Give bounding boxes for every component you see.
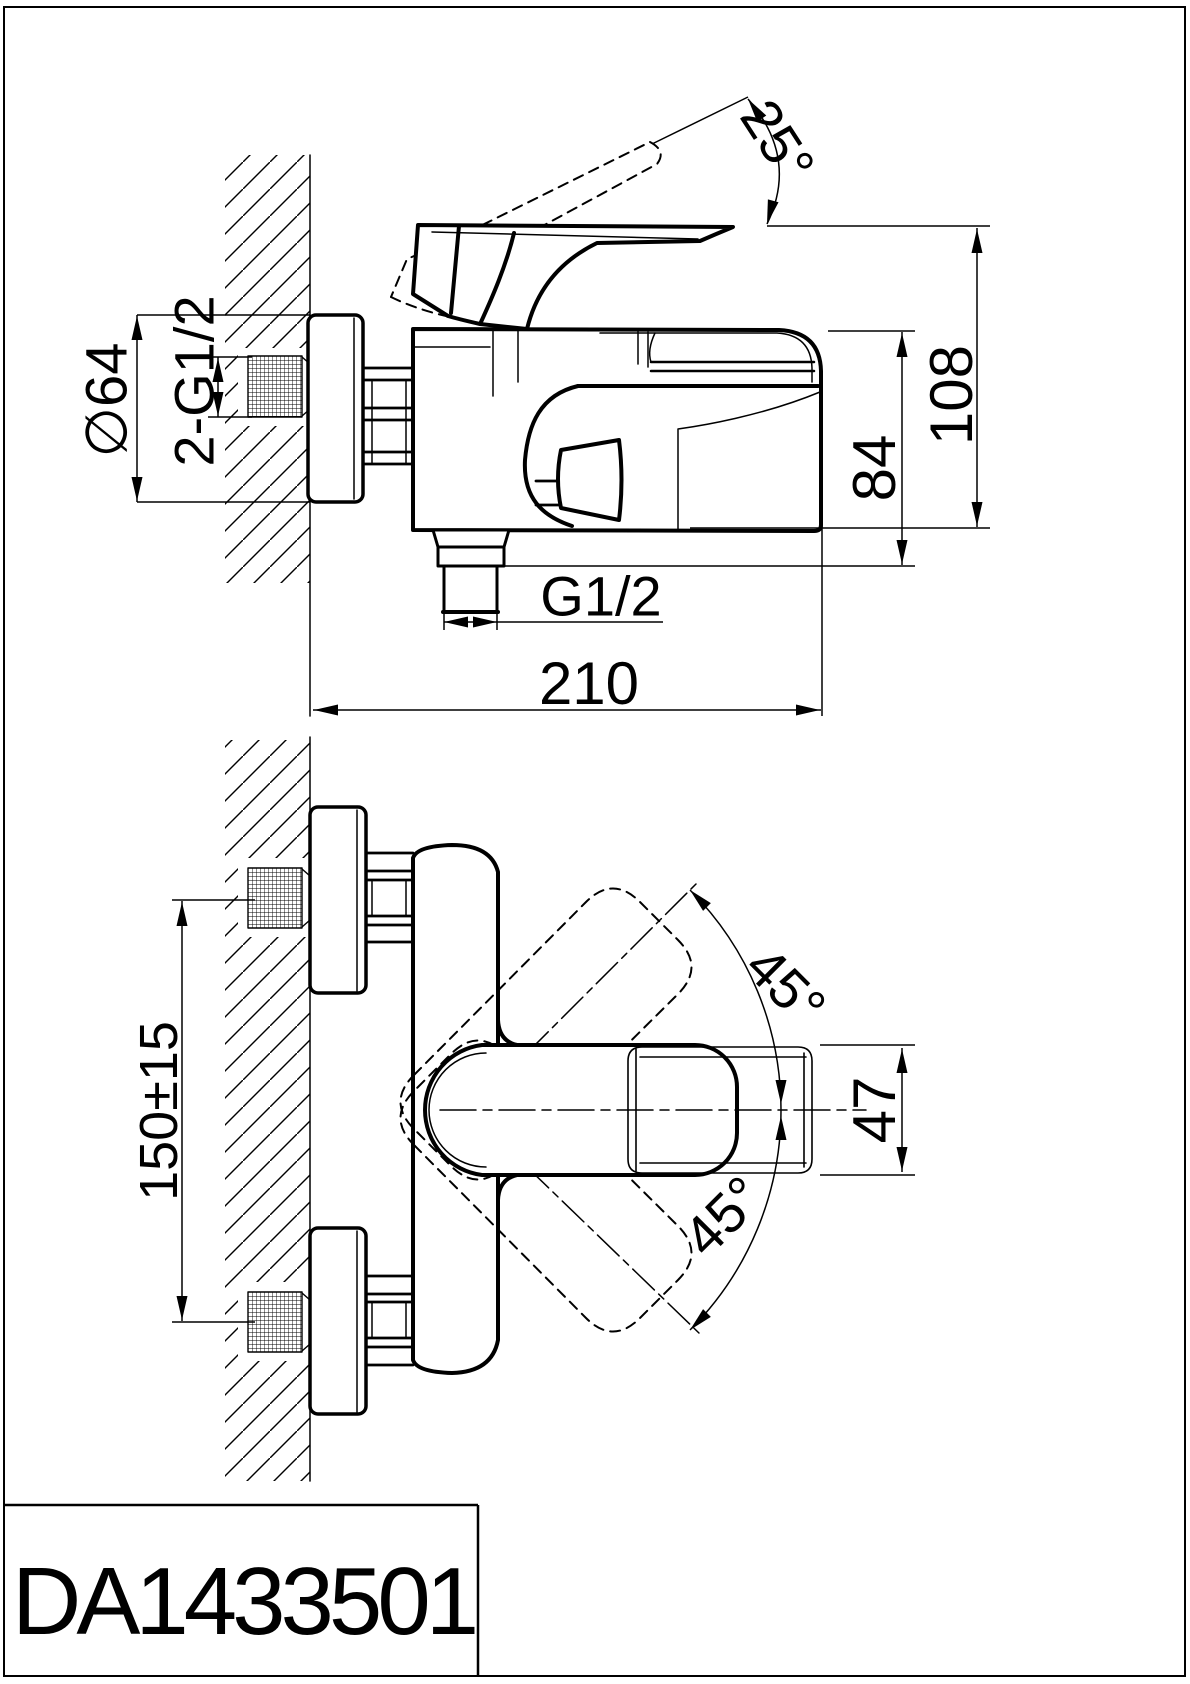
- dim-label-swing-down: 45°: [671, 1164, 775, 1268]
- title-block: DA1433501: [4, 1503, 480, 1676]
- aerator-end: [627, 1046, 813, 1174]
- lever-handle: [411, 223, 735, 331]
- mixer-body: [411, 327, 823, 533]
- union-connector-upper: [364, 851, 415, 944]
- diverter-knob: [534, 438, 624, 522]
- dim-label-handle-angle: 25°: [728, 88, 827, 193]
- plan-view-dimensions: [172, 886, 915, 1334]
- part-number: DA1433501: [12, 1548, 475, 1655]
- dim-label-wall-inlet-thread: 2-G1/2: [163, 295, 226, 466]
- side-view: [225, 141, 823, 717]
- wall-hatch-plan: [225, 740, 310, 1481]
- dim-label-spout-end-width: 47: [841, 1077, 908, 1144]
- escutcheon-lower: [308, 1226, 368, 1416]
- plan-view: [225, 736, 867, 1482]
- dim-label-inlet-spacing: 150±15: [129, 1021, 189, 1201]
- wall-thread: [247, 355, 303, 418]
- dim-label-overall-height: 108: [918, 345, 985, 445]
- shower-outlet: [431, 528, 511, 614]
- dim-label-spout-height: 84: [841, 435, 908, 502]
- inlet-thread-upper: [247, 867, 303, 929]
- swing-arc: [689, 889, 782, 1331]
- dim-label-escutcheon-diameter: ∅64: [74, 342, 139, 457]
- union-connector-lower: [364, 1274, 415, 1367]
- inlet-thread-lower: [247, 1291, 303, 1353]
- page-border: [3, 6, 1186, 1677]
- escutcheon-upper: [308, 805, 368, 995]
- side-view-dimensions: [131, 95, 990, 716]
- swing-centerlines: [526, 879, 701, 1335]
- dim-label-outlet-thread: G1/2: [540, 565, 661, 628]
- dim-label-swing-up: 45°: [734, 934, 838, 1038]
- union-connector: [362, 366, 415, 466]
- dim-label-spout-reach: 210: [539, 650, 639, 717]
- spout-slot: [649, 360, 816, 373]
